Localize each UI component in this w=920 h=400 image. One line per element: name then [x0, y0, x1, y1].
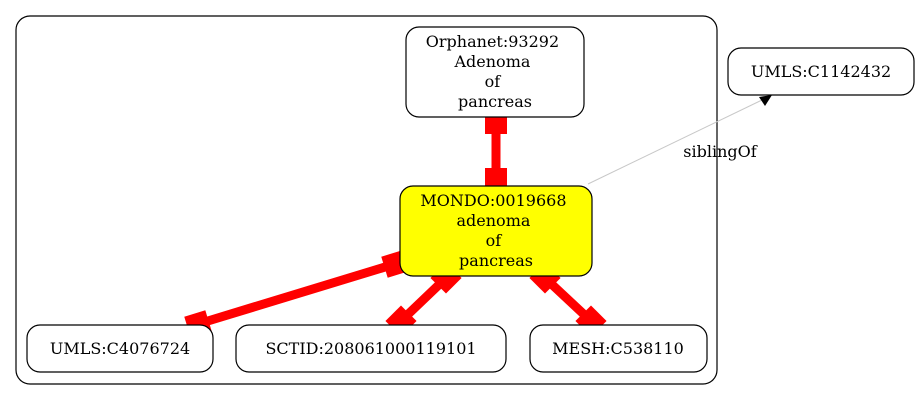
edge-end-marker [485, 168, 507, 190]
node-label-line: Orphanet:93292 [426, 32, 559, 51]
node-label-line: pancreas [458, 92, 532, 111]
svg-text:Orphanet:93292 Adeno: Orphanet:93292 Adenoma of pancreas [426, 32, 564, 111]
node-label-line: UMLS:C4076724 [50, 339, 190, 358]
svg-text:MONDO:0019668 adenom: MONDO:0019668 adenoma of pancreas [420, 191, 571, 270]
edge-mondo-umls-c1142432: siblingOf [587, 95, 772, 185]
edge-orphanet-mondo [485, 112, 507, 190]
node-label-line: of [485, 72, 502, 91]
node-label-line: adenoma [457, 211, 531, 230]
node-label-line: MESH:C538110 [552, 339, 684, 358]
node-label-line: SCTID:208061000119101 [265, 339, 476, 358]
node-label-line: pancreas [459, 251, 533, 270]
node-sctid-208061000119101[interactable]: SCTID:208061000119101 [235, 324, 507, 373]
node-label-line: Adenoma [453, 52, 530, 71]
node-label-line: of [486, 231, 503, 250]
arrowhead [759, 95, 772, 106]
node-umls-c4076724[interactable]: UMLS:C4076724 [26, 324, 214, 373]
node-mesh-c538110[interactable]: MESH:C538110 [529, 324, 708, 373]
node-umls-c1142432[interactable]: UMLS:C1142432 [727, 47, 915, 96]
cluster-boundary [15, 15, 718, 385]
node-label-line: UMLS:C1142432 [751, 62, 891, 81]
nodes: Orphanet:93292 Adenoma of pancreas MONDO… [26, 26, 915, 373]
node-mondo-0019668[interactable]: MONDO:0019668 adenoma of pancreas [399, 185, 593, 277]
node-orphanet-93292[interactable]: Orphanet:93292 Adenoma of pancreas [405, 26, 585, 118]
node-label-line: MONDO:0019668 [420, 191, 566, 210]
edge-label-siblingof: siblingOf [683, 142, 757, 161]
